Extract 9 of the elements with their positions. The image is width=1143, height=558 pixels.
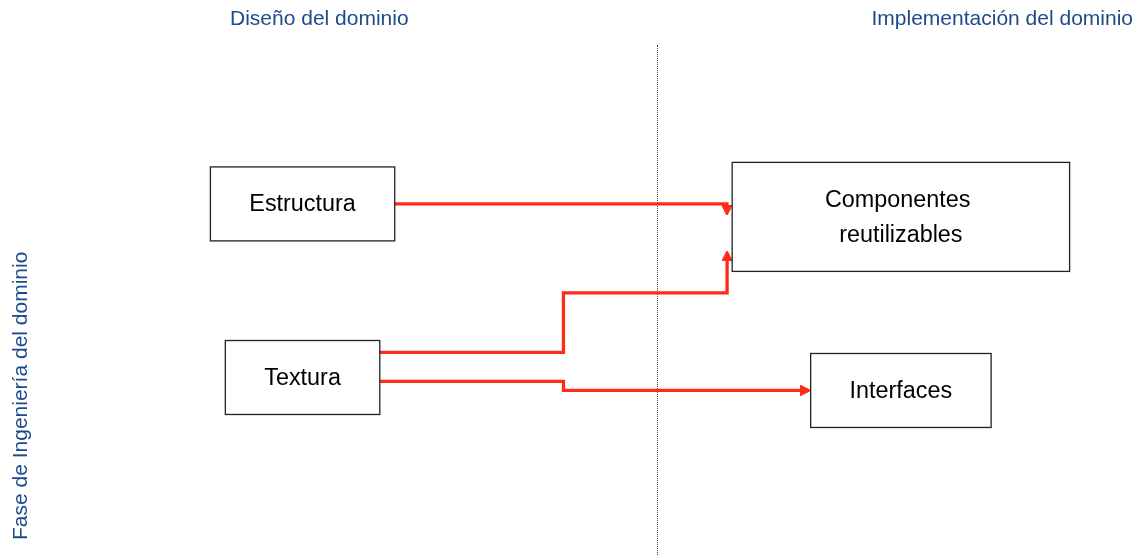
node-box: Textura bbox=[224, 339, 381, 416]
column-heading: Implementación del dominio bbox=[871, 6, 1133, 30]
node-box: Componentes reutilizables bbox=[731, 161, 1071, 273]
node-box: Estructura bbox=[209, 166, 396, 242]
arrow bbox=[379, 250, 733, 355]
arrow bbox=[394, 202, 733, 216]
column-heading: Diseño del dominio bbox=[230, 6, 409, 30]
axis-label: Fase de Ingeniería del dominio bbox=[8, 251, 32, 540]
node-box: Interfaces bbox=[810, 352, 992, 429]
